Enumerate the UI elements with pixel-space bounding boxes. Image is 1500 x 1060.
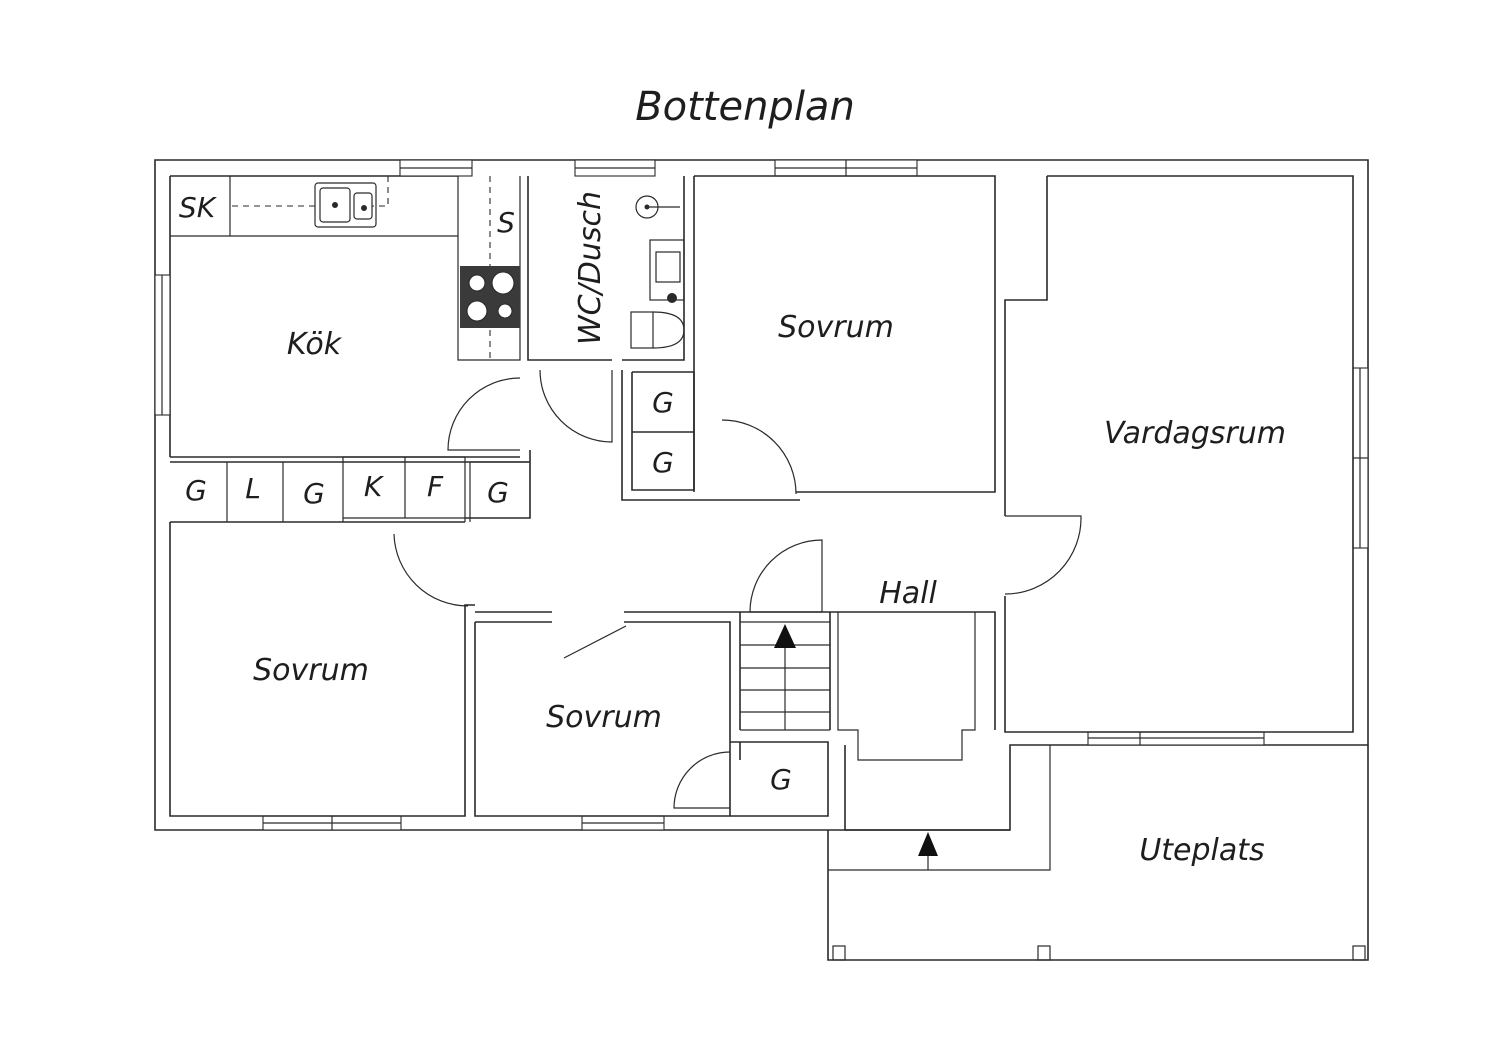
code-g-closet-1: G	[652, 386, 674, 419]
room-living: Vardagsrum	[1104, 416, 1286, 451]
code-g-closet-bottom: G	[770, 763, 792, 796]
code-k-row: K	[364, 470, 385, 503]
code-g-row-1: G	[185, 474, 207, 507]
code-g-row-2: G	[303, 477, 325, 510]
bedroom-left: Sovrum	[169, 522, 475, 817]
room-bedroom-middle: Sovrum	[546, 700, 662, 735]
outer-walls	[154, 159, 1369, 961]
room-kitchen: Kök	[287, 327, 343, 362]
hall: G Hall	[475, 576, 1010, 870]
sink-icon	[314, 182, 377, 228]
entry-arrow-icon	[918, 832, 938, 856]
living-room: Vardagsrum	[1004, 175, 1354, 733]
code-s: S	[497, 206, 515, 239]
toilet-icon	[630, 293, 685, 349]
room-hall: Hall	[879, 576, 937, 611]
code-g-closet-2: G	[652, 446, 674, 479]
closet-row: G L G K F G	[170, 450, 531, 523]
wc-dusch: WC/Dusch	[527, 176, 685, 361]
code-g-row-3: G	[487, 476, 509, 509]
code-sk: SK	[179, 191, 218, 224]
wash-basin-icon	[635, 195, 685, 301]
kitchen: SK S Kök	[170, 176, 521, 362]
code-l-row: L	[245, 472, 261, 505]
room-wc: WC/Dusch	[573, 191, 608, 345]
plan-title: Bottenplan	[635, 84, 855, 130]
wc-closets: G G	[621, 370, 800, 501]
windows	[154, 159, 1369, 831]
room-bedroom-left: Sovrum	[253, 653, 369, 688]
stair-arrow-icon	[774, 624, 796, 648]
code-f-row: F	[427, 470, 444, 503]
bedroom-middle: Sovrum	[474, 621, 731, 817]
room-bedroom-top: Sovrum	[778, 310, 894, 345]
door-swings	[393, 369, 1082, 809]
room-patio: Uteplats	[1139, 833, 1264, 868]
bedroom-top: Sovrum	[693, 175, 996, 493]
